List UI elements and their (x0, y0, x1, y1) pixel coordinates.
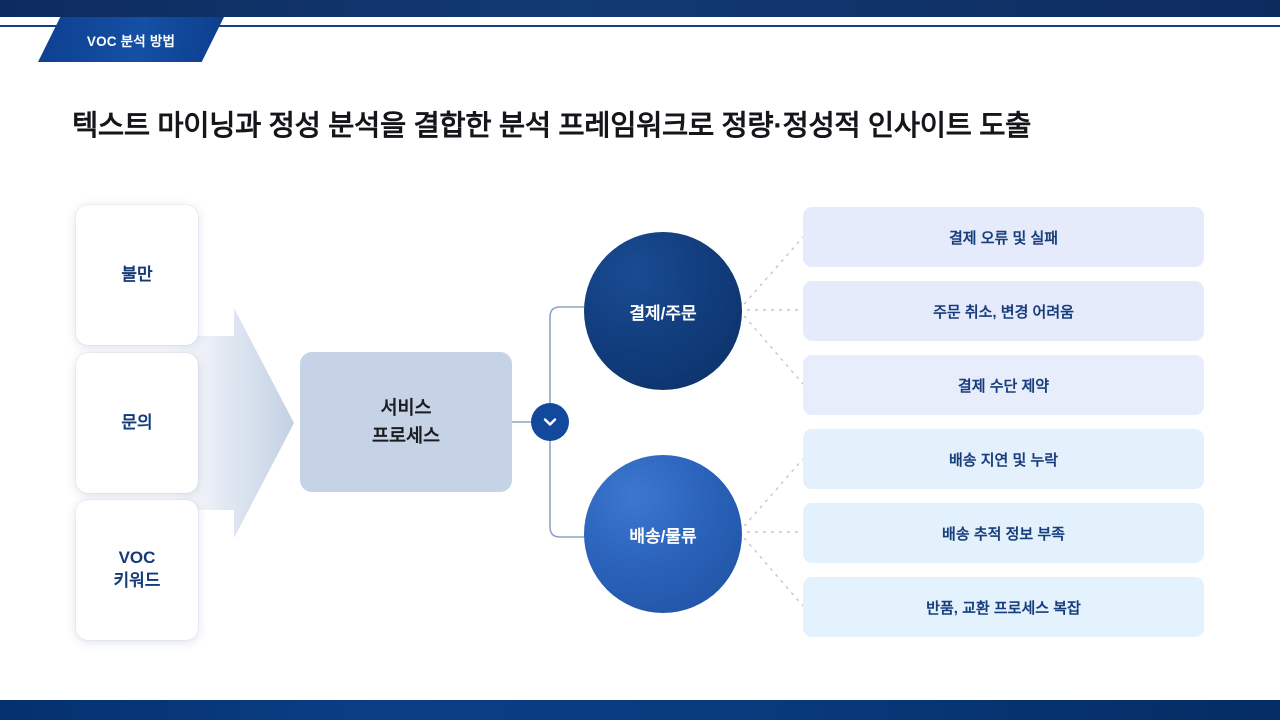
dotted-connectors-delivery (738, 458, 804, 607)
process-box[interactable]: 서비스 프로세스 (300, 352, 512, 492)
page-title: 텍스트 마이닝과 정성 분석을 결합한 분석 프레임워크로 정량·정성적 인사이… (72, 110, 1032, 142)
header-rule (0, 25, 1280, 27)
section-badge: VOC 분석 방법 (38, 17, 224, 62)
flow-arrow-icon (172, 308, 294, 538)
issue-label: 결제 수단 제약 (957, 377, 1050, 395)
dotted-connectors-payment (738, 236, 804, 385)
source-card-label: 문의 (121, 412, 153, 432)
chevron-down-icon (543, 418, 557, 426)
source-card-inquiry[interactable]: 문의 (76, 353, 198, 493)
issue-label: 배송 추적 정보 부족 (942, 525, 1065, 543)
category-circle-payment-order[interactable]: 결제/주문 (584, 232, 742, 390)
issue-label: 주문 취소, 변경 어려움 (933, 303, 1074, 321)
source-card-label: 불만 (121, 264, 153, 284)
issue-label: 배송 지연 및 누락 (948, 451, 1059, 469)
section-badge-label: VOC 분석 방법 (86, 33, 176, 49)
issue-box[interactable]: 반품, 교환 프로세스 복잡 (803, 577, 1204, 637)
footer-bar (0, 700, 1280, 720)
category-circle-label: 배송/물류 (629, 526, 697, 546)
issue-box[interactable]: 결제 수단 제약 (803, 355, 1204, 415)
top-accent-strip (0, 0, 1280, 17)
issue-label: 결제 오류 및 실패 (948, 229, 1059, 247)
source-card-label: VOC 키워드 (113, 548, 161, 590)
category-circle-label: 결제/주문 (629, 303, 697, 323)
process-box-label: 서비스 프로세스 (371, 397, 441, 446)
issue-box[interactable]: 배송 추적 정보 부족 (803, 503, 1204, 563)
branch-node-badge[interactable] (531, 403, 569, 441)
category-circle-delivery-logistics[interactable]: 배송/물류 (584, 455, 742, 613)
issue-box[interactable]: 결제 오류 및 실패 (803, 207, 1204, 267)
issue-label: 반품, 교환 프로세스 복잡 (926, 599, 1081, 617)
issue-box[interactable]: 배송 지연 및 누락 (803, 429, 1204, 489)
source-card-voc-keyword[interactable]: VOC 키워드 (76, 500, 198, 640)
source-card-complaint[interactable]: 불만 (76, 205, 198, 345)
issue-box[interactable]: 주문 취소, 변경 어려움 (803, 281, 1204, 341)
